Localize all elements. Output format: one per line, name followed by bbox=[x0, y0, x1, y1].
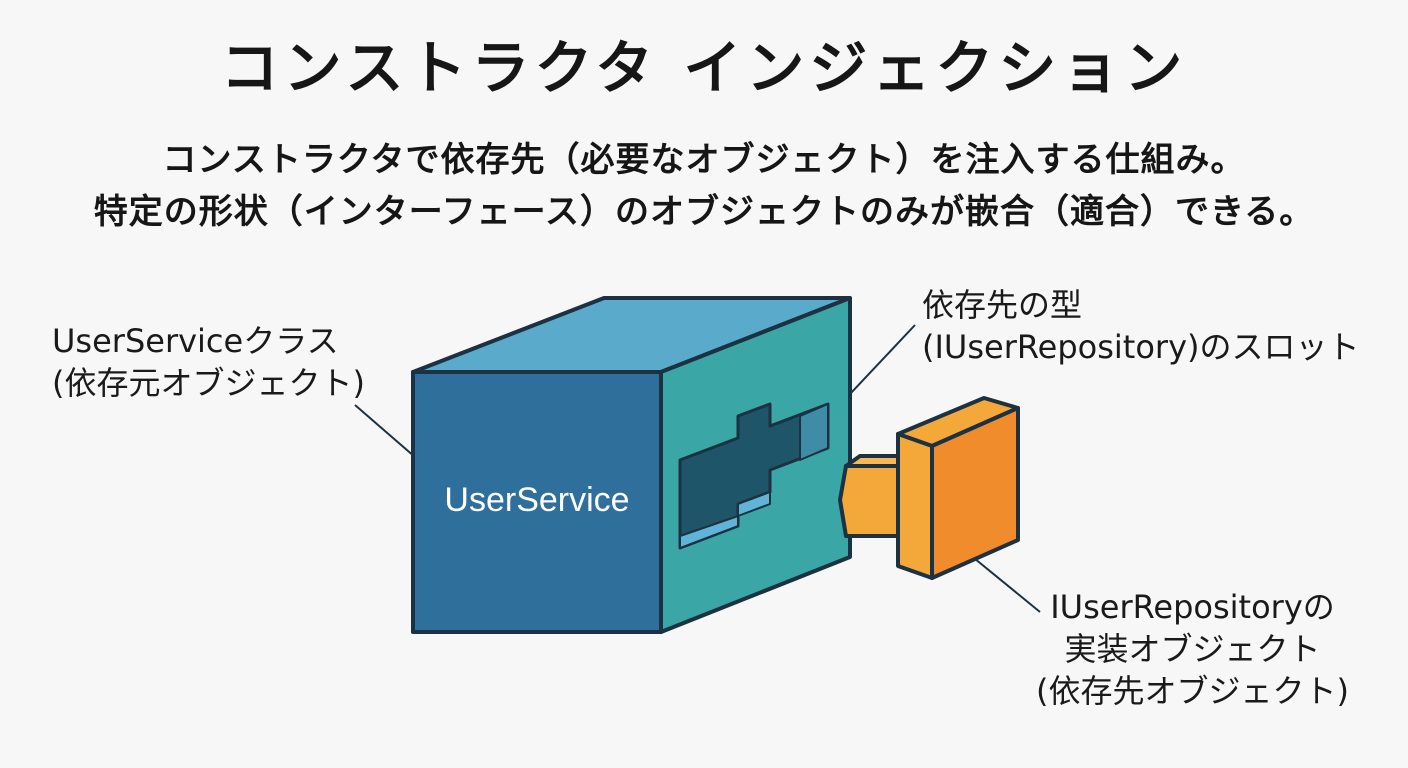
implementation-piece bbox=[838, 396, 1020, 580]
slot-label: 依存先の型 (IUserRepository)のスロット bbox=[922, 284, 1360, 368]
box-front-label: UserService bbox=[444, 481, 630, 519]
box-front-face bbox=[411, 370, 663, 634]
page-title: コンストラクタ インジェクション bbox=[220, 34, 1188, 102]
interface-slot bbox=[678, 402, 830, 550]
piece-side-face bbox=[930, 406, 1020, 580]
description-line-1: コンストラクタで依存先（必要なオブジェクト）を注入する仕組み。 bbox=[162, 140, 1246, 180]
slot-inner-floor-b bbox=[737, 491, 771, 517]
implementation-label-line-3: (依存先オブジェクト) bbox=[1036, 672, 1349, 710]
slot-label-line-2: (IUserRepository)のスロット bbox=[922, 328, 1360, 366]
implementation-label-line-1: IUserRepositoryの bbox=[1050, 588, 1335, 626]
description-line-2: 特定の形状（インターフェース）のオブジェクトのみが嵌合（適合）できる。 bbox=[93, 192, 1315, 232]
implementation-label-line-2: 実装オブジェクト bbox=[1064, 630, 1321, 668]
piece-front-face bbox=[896, 432, 934, 580]
implementation-label: IUserRepositoryの 実装オブジェクト (依存先オブジェクト) bbox=[1020, 586, 1365, 712]
slot-inner-wall bbox=[799, 403, 829, 461]
piece-tab bbox=[838, 464, 900, 538]
user-service-class-label: UserServiceクラス (依存元オブジェクト) bbox=[52, 320, 365, 404]
user-service-box bbox=[411, 296, 852, 634]
user-service-class-label-line-2: (依存元オブジェクト) bbox=[52, 364, 365, 402]
slot-label-line-1: 依存先の型 bbox=[922, 286, 1083, 324]
user-service-class-label-line-1: UserServiceクラス bbox=[52, 322, 339, 360]
